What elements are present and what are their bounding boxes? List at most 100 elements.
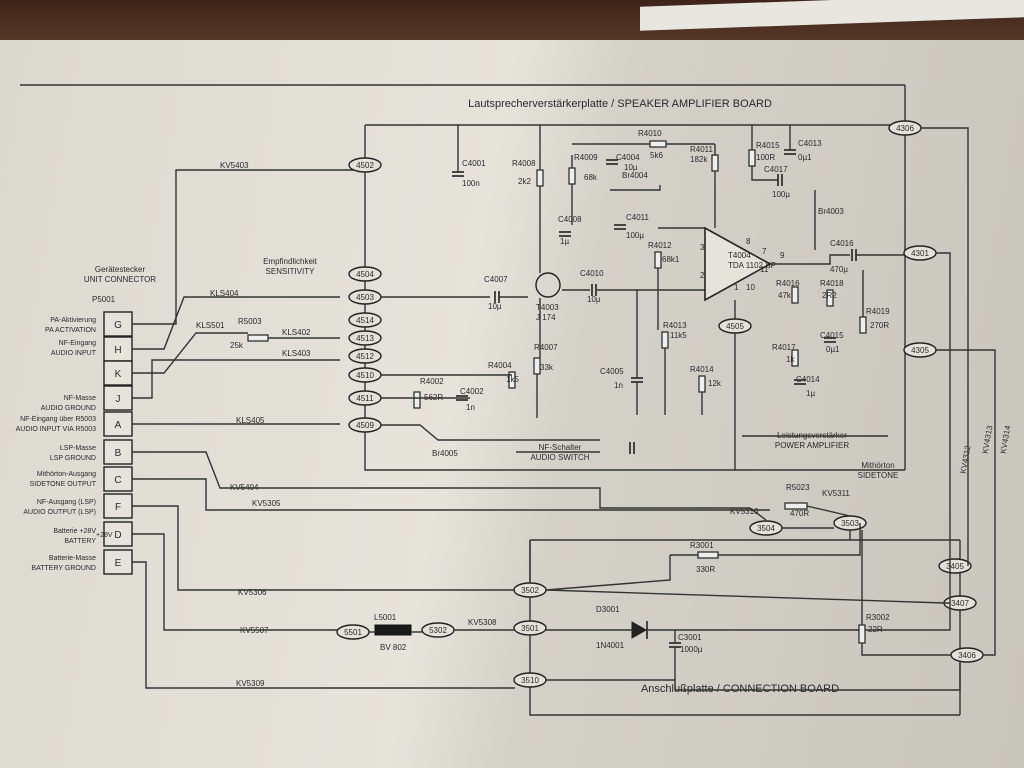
wire-j-kls403 bbox=[132, 359, 340, 399]
node-label-4301: 4301 bbox=[911, 249, 929, 258]
component-label-c4002: C4002 bbox=[460, 387, 484, 396]
component-value-c4008: 1µ bbox=[560, 237, 569, 246]
node-label-4503: 4503 bbox=[356, 293, 374, 302]
jumper-label-br4005: Br4005 bbox=[432, 449, 458, 458]
component-value-r4014: 12k bbox=[708, 379, 722, 388]
speaker-board-frame bbox=[364, 125, 905, 471]
component-value-r3001: 330R bbox=[696, 565, 715, 574]
connector-pin-j bbox=[103, 385, 133, 411]
wire-3502-3407 bbox=[545, 589, 945, 604]
node-4502 bbox=[348, 157, 382, 173]
component-label-r4012: R4012 bbox=[648, 241, 672, 250]
r4012 bbox=[654, 251, 662, 269]
connector-label-de: NF-Masse bbox=[64, 395, 96, 402]
wire-br4004 bbox=[610, 185, 661, 191]
connector-label-de: Batterie-Masse bbox=[49, 555, 96, 562]
jumper-label-br4004: Br4004 bbox=[622, 171, 648, 180]
cable-label-kv5306: KV5306 bbox=[238, 588, 267, 597]
wire-c4017 bbox=[751, 166, 778, 181]
component-value-c4016: 470µ bbox=[830, 265, 848, 274]
component-value-r4008: 2k2 bbox=[518, 177, 531, 186]
component-label-c4010: C4010 bbox=[580, 269, 604, 278]
component-value-d3001: 1N4001 bbox=[596, 641, 625, 650]
r4004 bbox=[508, 371, 516, 389]
r4008 bbox=[536, 169, 544, 187]
connector-label-de: NF-Ausgang (LSP) bbox=[37, 499, 96, 506]
r4019 bbox=[859, 316, 867, 334]
component-value-r3002: 22R bbox=[868, 625, 883, 634]
cable-label-kls501: KLS501 bbox=[196, 321, 225, 330]
t4003-jfet bbox=[535, 272, 561, 298]
wire-4301-3407 bbox=[936, 252, 951, 604]
component-value-c4007: 10µ bbox=[488, 302, 502, 311]
node-label-4513: 4513 bbox=[356, 334, 374, 343]
component-label-t4003: T4003 bbox=[536, 303, 559, 312]
wire-d-kv5507 bbox=[132, 533, 338, 631]
wire-g-kv5403 bbox=[132, 169, 365, 325]
component-value-r4013: 11k5 bbox=[670, 331, 687, 340]
component-label-c4008: C4008 bbox=[558, 215, 582, 224]
component-label-r4019: R4019 bbox=[866, 307, 890, 316]
connector-label-en: BATTERY bbox=[64, 538, 96, 545]
component-label-r3001: R3001 bbox=[690, 541, 714, 550]
component-value-r5023: 470R bbox=[790, 509, 809, 518]
node-label-4511: 4511 bbox=[356, 394, 374, 403]
cable-label-kv5308: KV5308 bbox=[468, 618, 497, 627]
sensitivity-label-de: Empfindlichkeit bbox=[263, 257, 318, 266]
node-label-4509: 4509 bbox=[356, 421, 374, 430]
component-value-c4004: 10µ bbox=[624, 163, 638, 172]
component-label-c4015: C4015 bbox=[820, 331, 844, 340]
connector-label-de: PA-Aktivierung bbox=[50, 317, 96, 324]
connector-pin-label-d: D bbox=[114, 530, 121, 541]
r4017 bbox=[791, 349, 799, 367]
component-value-c4010: 10µ bbox=[587, 295, 601, 304]
connector-label-de: NF-Eingang bbox=[59, 340, 96, 347]
node-4513 bbox=[348, 330, 382, 346]
sensitivity-label-en: SENSITIVITY bbox=[266, 267, 316, 276]
wire-h-kls404 bbox=[132, 296, 340, 350]
r4002 bbox=[413, 391, 421, 409]
component-label-c4007: C4007 bbox=[484, 275, 508, 284]
component-value-c4005: 1n bbox=[614, 381, 623, 390]
component-value-t4003: J 174 bbox=[536, 313, 556, 322]
wire-kv5311 bbox=[806, 505, 851, 517]
wire-4509-br4005 bbox=[381, 424, 470, 441]
r4015 bbox=[748, 149, 756, 167]
component-value-c4017: 100µ bbox=[772, 190, 790, 199]
node-label-3405: 3405 bbox=[946, 562, 964, 571]
component-label-r4015: R4015 bbox=[756, 141, 780, 150]
component-label-c4017: C4017 bbox=[764, 165, 788, 174]
ic-pin-7: 7 bbox=[762, 247, 767, 256]
connector-label-en: BATTERY GROUND bbox=[31, 565, 96, 572]
connector-label-en: SIDETONE OUTPUT bbox=[30, 481, 97, 488]
connector-pin-a bbox=[103, 411, 133, 437]
component-value-c4011: 100µ bbox=[626, 231, 644, 240]
jumper-label-br4003: Br4003 bbox=[818, 207, 844, 216]
r4013 bbox=[661, 331, 669, 349]
connector-pin-label-k: K bbox=[115, 369, 122, 380]
component-label-r4013: R4013 bbox=[663, 321, 687, 330]
connector-pin-b bbox=[103, 439, 133, 465]
ic-pin-10: 10 bbox=[746, 283, 755, 292]
cable-label-kv5310: KV5310 bbox=[730, 507, 759, 516]
connector-ref: P5001 bbox=[92, 295, 116, 304]
connector-pin-label-f: F bbox=[115, 502, 121, 513]
node-3501 bbox=[513, 620, 547, 636]
connector-label-en: PA ACTIVATION bbox=[45, 327, 96, 334]
component-value-r4019: 270R bbox=[870, 321, 889, 330]
component-value-r4009: 68k bbox=[584, 173, 598, 182]
node-label-4502: 4502 bbox=[356, 161, 374, 170]
component-value-r4015: 100R bbox=[756, 153, 775, 162]
sensitivity-pot-ref: R5003 bbox=[238, 317, 262, 326]
audio-switch-label-de: NF-Schalter bbox=[539, 443, 582, 452]
node-label-4504: 4504 bbox=[356, 270, 374, 279]
component-value-r4018: 2R2 bbox=[822, 291, 837, 300]
component-value-c4015: 0µ1 bbox=[826, 345, 840, 354]
cable-label-kv5403: KV5403 bbox=[220, 161, 249, 170]
wire-b-kv5404 bbox=[132, 451, 750, 509]
node-label-3501: 3501 bbox=[521, 624, 539, 633]
r4010 bbox=[649, 140, 667, 148]
component-value-r4016: 47k bbox=[778, 291, 792, 300]
wire-c-kv5305 bbox=[132, 478, 770, 511]
